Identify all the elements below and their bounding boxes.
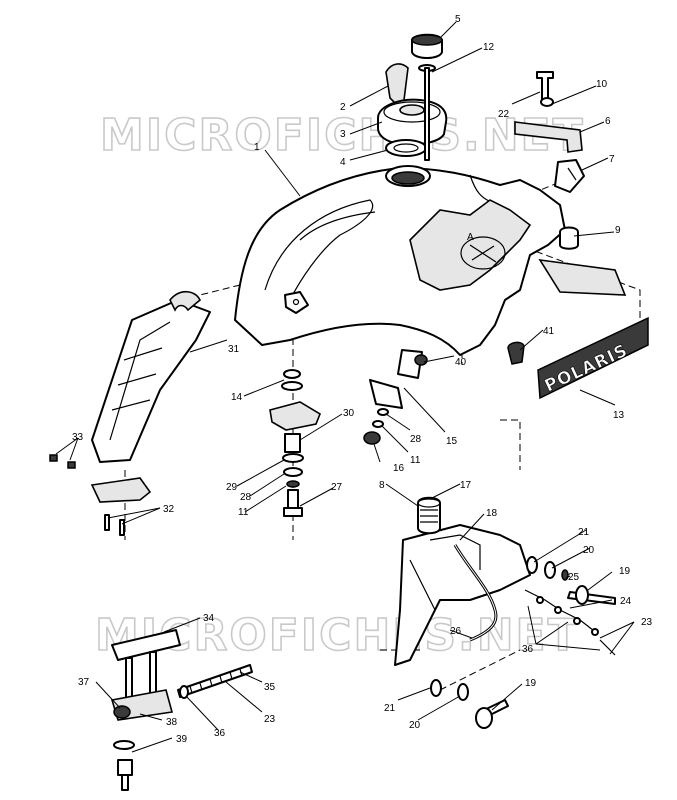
- pin-assembly-upper: [526, 556, 616, 605]
- detail-a-label: A: [467, 232, 474, 243]
- callout-32: 32: [163, 504, 175, 515]
- callout-27: 27: [331, 482, 343, 493]
- callout-1: 1: [254, 142, 260, 153]
- cap-gasket: [385, 139, 427, 157]
- callout-23-lower: 23: [264, 714, 276, 725]
- callout-29: 29: [226, 482, 238, 493]
- callout-35: 35: [264, 682, 276, 693]
- callout-28-left: 28: [240, 492, 252, 503]
- gauge-cap: [411, 33, 443, 59]
- callout-13: 13: [613, 410, 625, 421]
- callout-20-upper: 20: [583, 545, 595, 556]
- callout-31: 31: [228, 344, 240, 355]
- callout-22: 22: [498, 109, 510, 120]
- callout-24: 24: [620, 596, 632, 607]
- callout-16: 16: [393, 463, 405, 474]
- callout-4: 4: [340, 157, 346, 168]
- callout-21-lower: 21: [384, 703, 396, 714]
- callout-9: 9: [615, 225, 621, 236]
- callout-39: 39: [176, 734, 188, 745]
- fuel-tank: [234, 167, 566, 356]
- polaris-decal: POLARIS: [537, 316, 649, 400]
- bracket-6: [514, 121, 583, 153]
- bracket-plate-32: [90, 477, 152, 536]
- callout-7: 7: [609, 154, 615, 165]
- callout-17: 17: [460, 480, 472, 491]
- filler-neck: [385, 165, 431, 187]
- base-38-39: [113, 740, 135, 791]
- callout-36-lower: 36: [214, 728, 226, 739]
- callout-36-right: 36: [522, 644, 534, 655]
- callout-8: 8: [379, 480, 385, 491]
- gauge-stem: [418, 64, 436, 161]
- hose-26: [453, 544, 498, 642]
- chain-right: [524, 589, 616, 656]
- vent-hose: [385, 63, 409, 105]
- callout-20-lower: 20: [409, 720, 421, 731]
- watermark-top: MICROFICHES.NET: [100, 110, 585, 161]
- clip-7: [554, 159, 585, 193]
- callout-38: 38: [166, 717, 178, 728]
- grommet-41: [507, 341, 525, 365]
- callout-12: 12: [483, 42, 495, 53]
- callout-11-left: 11: [238, 507, 249, 518]
- bracket-cluster: [363, 349, 428, 445]
- callout-34: 34: [203, 613, 215, 624]
- callout-21-upper: 21: [578, 527, 590, 538]
- mount-plate-9: [538, 226, 627, 296]
- callout-14: 14: [231, 392, 243, 403]
- callout-19-lower: 19: [525, 678, 537, 689]
- callout-labels: 5 12 2 3 4 1 22 10 6 7 9 41 13 40 15 28 …: [72, 14, 653, 745]
- callout-26: 26: [450, 626, 462, 637]
- detail-a: A: [460, 232, 506, 270]
- callout-5: 5: [455, 14, 461, 25]
- callout-6: 6: [605, 116, 611, 127]
- callout-37: 37: [78, 677, 90, 688]
- nut-10: [540, 97, 554, 107]
- callout-28-right: 28: [410, 434, 422, 445]
- callout-33: 33: [72, 432, 84, 443]
- side-bracket-31: [91, 290, 211, 463]
- callout-15: 15: [446, 436, 458, 447]
- mount-stack: [269, 369, 321, 517]
- callout-23-right: 23: [641, 617, 653, 628]
- callout-3: 3: [340, 129, 346, 140]
- callout-30: 30: [343, 408, 355, 419]
- callout-19-upper: 19: [619, 566, 631, 577]
- bolt-22: [536, 71, 554, 101]
- callout-40: 40: [455, 357, 467, 368]
- callout-18: 18: [486, 508, 498, 519]
- reservoir-8: [394, 496, 531, 666]
- callout-41: 41: [543, 326, 555, 337]
- callout-2: 2: [340, 102, 346, 113]
- callout-25: 25: [568, 572, 580, 583]
- pin-assembly-lower: [430, 679, 509, 729]
- threaded-rod: [177, 664, 253, 699]
- callout-11-right: 11: [410, 455, 421, 466]
- nuts-33: [49, 454, 76, 469]
- callout-10: 10: [596, 79, 608, 90]
- fuel-cap: [377, 98, 448, 146]
- lever-bracket-34: [110, 629, 181, 721]
- leader-lines: [55, 21, 635, 753]
